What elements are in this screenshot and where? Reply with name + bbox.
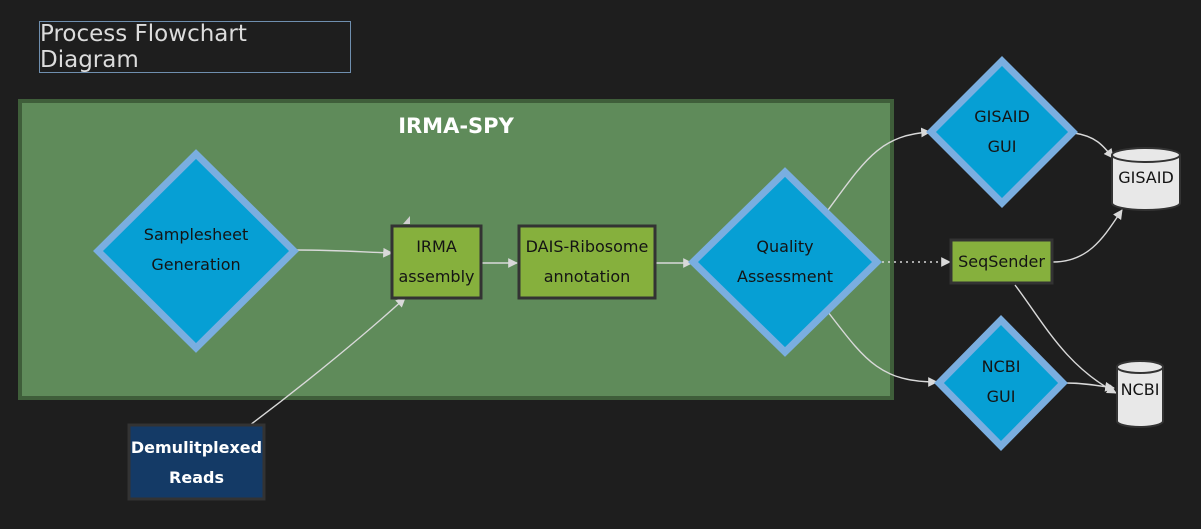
edge-reads-irma	[249, 297, 406, 426]
db-ncbi-shape	[1116, 360, 1164, 428]
node-demultiplexed-reads[interactable]	[127, 423, 266, 501]
edge-ncbi-gui-ncbi-db	[1065, 381, 1115, 392]
reads-label: Demulitplexed Reads	[130, 438, 263, 487]
node-ncbi-gui[interactable]	[934, 315, 1068, 451]
samplesheet-label: Samplesheet Generation	[143, 225, 249, 274]
irma-label: IRMA assembly	[398, 237, 475, 286]
small-arrow-marker	[403, 216, 410, 224]
ncbi-db-label: NCBI	[1120, 380, 1160, 399]
node-gisaid-gui[interactable]	[926, 56, 1078, 208]
gisaid-gui-label: GISAID GUI	[974, 107, 1030, 156]
node-dais-ribosome[interactable]	[517, 224, 657, 300]
subgraph-label: IRMA-SPY	[398, 114, 514, 138]
edge-seqsender-gisaid-db	[1052, 209, 1123, 263]
seqsender-label: SeqSender	[958, 251, 1045, 271]
node-samplesheet-generation[interactable]	[93, 149, 299, 353]
quality-label: Quality Assessment	[737, 237, 833, 286]
db-gisaid-shape	[1111, 147, 1181, 211]
node-seqsender[interactable]	[949, 238, 1054, 285]
node-quality-assessment[interactable]	[687, 167, 883, 357]
edge-quality-ncbi-gui	[827, 311, 938, 387]
edge-seqsender-ncbi-db	[1014, 284, 1117, 394]
edge-quality-gisaid-gui	[827, 127, 931, 211]
dais-label: DAIS-Ribosome annotation	[525, 237, 649, 286]
edge-samplesheet-irma	[295, 247, 393, 258]
ncbi-gui-label: NCBI GUI	[981, 357, 1021, 406]
page-title: Process Flowchart Diagram	[39, 21, 351, 73]
node-irma-assembly[interactable]	[390, 224, 483, 300]
edge-gisaid-gui-gisaid-db	[1073, 132, 1114, 159]
gisaid-db-label: GISAID	[1118, 168, 1174, 187]
